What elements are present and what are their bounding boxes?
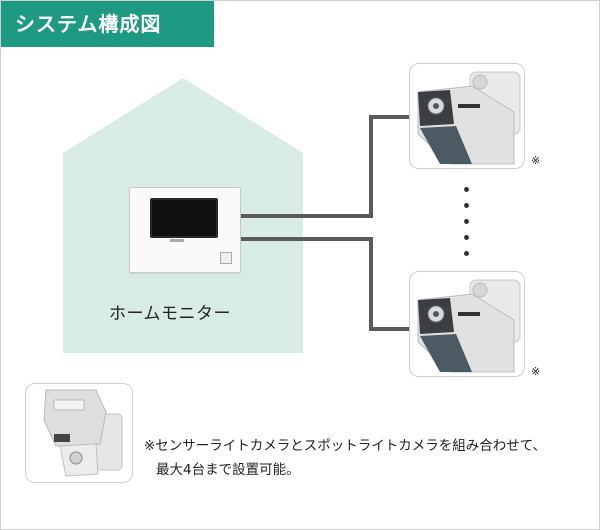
- sensor-camera-icon: [417, 71, 521, 165]
- monitor-screen: [150, 198, 218, 238]
- caption-line-2: 最大4台まで設置可能。: [156, 462, 300, 478]
- sensor-camera-icon: [417, 279, 521, 373]
- ellipsis-dot: [464, 203, 469, 208]
- camera-bottom-note: ※: [531, 365, 541, 378]
- section-title: システム構成図: [1, 1, 214, 47]
- spotlight-camera-image: [25, 383, 133, 483]
- system-caption: ※センサーライトカメラとスポットライトカメラを組み合わせて、 最大4台まで設置可…: [144, 434, 594, 482]
- camera-image-bottom: [409, 271, 525, 377]
- camera-image-top: [409, 63, 525, 169]
- ellipsis-dot: [464, 251, 469, 256]
- monitor-button: [220, 252, 232, 264]
- wire-to-camera-top: [239, 115, 409, 218]
- ellipsis-dot: [464, 219, 469, 224]
- home-monitor-label: ホームモニター: [109, 304, 231, 324]
- camera-top-note: ※: [531, 154, 541, 167]
- caption-line-1: ※センサーライトカメラとスポットライトカメラを組み合わせて、: [144, 438, 547, 454]
- ellipsis-dot: [464, 235, 469, 240]
- home-monitor-device: [129, 187, 241, 273]
- wire-to-camera-bottom: [239, 237, 409, 331]
- ellipsis-dot: [464, 187, 469, 192]
- spotlight-camera-icon: [43, 389, 123, 477]
- monitor-logo: [170, 239, 184, 242]
